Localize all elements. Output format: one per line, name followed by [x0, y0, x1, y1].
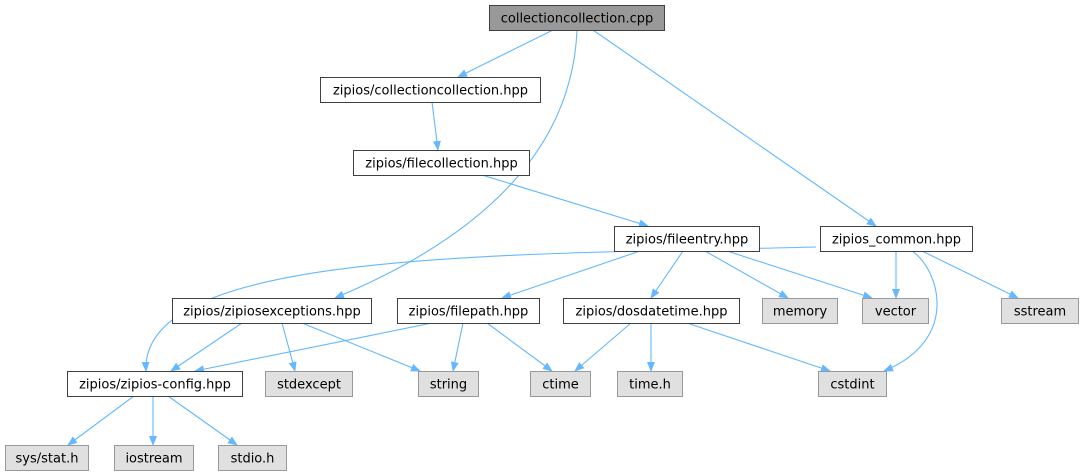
node-box	[172, 298, 372, 324]
node-dosdt[interactable]: zipios/dosdatetime.hpp	[563, 298, 740, 324]
node-box	[489, 5, 665, 31]
node-label: zipios/zipiosexceptions.hpp	[183, 305, 361, 320]
node-box	[418, 371, 479, 397]
node-box	[114, 445, 194, 471]
node-label: zipios_common.hpp	[832, 233, 961, 248]
node-box	[762, 298, 838, 324]
edge-zexc-to-config	[170, 322, 243, 372]
edge-dosdt-to-ctime	[574, 322, 632, 372]
node-box	[617, 371, 683, 397]
edge-root-to-zexc	[334, 29, 578, 299]
edge-filepath-to-config	[194, 322, 433, 374]
edge-fileentry-to-memory	[704, 250, 789, 299]
node-filepath[interactable]: zipios/filepath.hpp	[397, 298, 540, 324]
edge-zexc-to-stdexcept	[281, 322, 297, 372]
node-box	[67, 371, 243, 397]
node-ctime: ctime	[530, 371, 591, 397]
node-fileentry[interactable]: zipios/fileentry.hpp	[614, 226, 760, 252]
node-sysstat: sys/stat.h	[5, 445, 89, 471]
node-stdioh: stdio.h	[218, 445, 287, 471]
node-filecoll[interactable]: zipios/filecollection.hpp	[353, 150, 530, 176]
node-box	[530, 371, 591, 397]
node-box	[820, 226, 973, 252]
edge-zexc-to-string	[301, 322, 421, 372]
node-label: zipios/filepath.hpp	[409, 305, 529, 320]
node-memory: memory	[762, 298, 838, 324]
edge-filepath-to-ctime	[486, 322, 553, 372]
edge-collcoll-to-filecoll	[431, 101, 441, 151]
edge-root-to-common	[592, 29, 877, 227]
node-collcoll[interactable]: zipios/collectioncollection.hpp	[320, 77, 541, 103]
node-label: zipios/collectioncollection.hpp	[333, 84, 528, 99]
edge-dosdt-to-cstdint	[686, 322, 831, 372]
edge-common-to-sstream	[921, 250, 1019, 299]
node-label: collectioncollection.cpp	[501, 12, 654, 27]
node-cstdint: cstdint	[818, 371, 887, 397]
node-zexc[interactable]: zipios/zipiosexceptions.hpp	[172, 298, 372, 324]
node-vector: vector	[862, 298, 929, 324]
edge-config-to-sysstat	[67, 395, 135, 446]
node-box	[397, 298, 540, 324]
edge-config-to-stdioh	[167, 395, 238, 446]
node-label: string	[430, 378, 467, 393]
node-label: ctime	[542, 378, 579, 393]
node-box	[563, 298, 740, 324]
edge-common-to-cstdint	[883, 250, 938, 372]
node-iostream: iostream	[114, 445, 194, 471]
node-box	[218, 445, 287, 471]
node-label: time.h	[629, 378, 671, 393]
node-label: cstdint	[830, 378, 874, 393]
node-stdexcept: stdexcept	[265, 371, 353, 397]
edge-root-to-collcoll	[457, 29, 554, 78]
edge-fileentry-to-vector	[726, 250, 873, 300]
node-box	[320, 77, 541, 103]
node-box	[353, 150, 530, 176]
node-common[interactable]: zipios_common.hpp	[820, 226, 973, 252]
node-label: iostream	[125, 452, 182, 467]
node-label: zipios/dosdatetime.hpp	[576, 305, 728, 320]
node-label: stdexcept	[277, 378, 341, 393]
node-label: zipios/filecollection.hpp	[365, 157, 517, 172]
node-label: sstream	[1014, 305, 1066, 320]
node-string: string	[418, 371, 479, 397]
node-box	[818, 371, 887, 397]
node-box	[614, 226, 760, 252]
node-box	[1001, 298, 1079, 324]
node-box	[5, 445, 89, 471]
node-label: memory	[773, 305, 828, 320]
edges-layer	[67, 29, 1019, 446]
node-box	[862, 298, 929, 324]
node-label: zipios/zipios-config.hpp	[79, 378, 231, 393]
node-label: zipios/fileentry.hpp	[626, 233, 749, 248]
node-root[interactable]: collectioncollection.cpp	[489, 5, 665, 31]
edge-fileentry-to-dosdt	[650, 250, 684, 299]
node-label: stdio.h	[231, 452, 275, 467]
nodes-layer: collectioncollection.cpp zipios/collectio…	[5, 5, 1079, 471]
node-sstream: sstream	[1001, 298, 1079, 324]
edge-filecoll-to-fileentry	[481, 174, 649, 228]
node-box	[265, 371, 353, 397]
edge-fileentry-to-filepath	[501, 250, 641, 299]
node-config[interactable]: zipios/zipios-config.hpp	[67, 371, 243, 397]
node-timeh: time.h	[617, 371, 683, 397]
edge-filepath-to-string	[450, 322, 464, 372]
node-label: sys/stat.h	[16, 452, 79, 467]
node-label: vector	[875, 305, 917, 320]
